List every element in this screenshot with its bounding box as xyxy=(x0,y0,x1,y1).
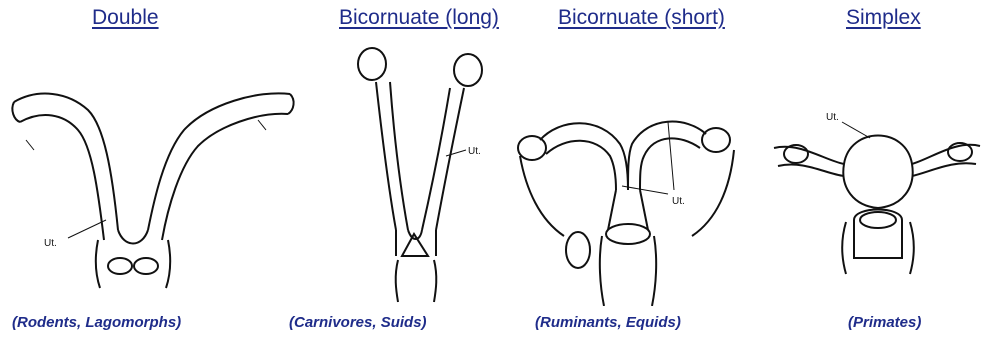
title-bicornuate-long: Bicornuate (long) xyxy=(339,6,499,30)
label-ut-bicornuate-long: Ut. xyxy=(468,146,481,157)
illustration-bicornuate-long-uterus: Ut. xyxy=(350,46,500,304)
caption-primates: (Primates) xyxy=(848,314,921,331)
caption-rodents-lagomorphs: (Rodents, Lagomorphs) xyxy=(12,314,181,331)
title-double: Double xyxy=(92,6,159,30)
illustration-double-uterus: Ut. xyxy=(8,80,298,290)
label-ut-simplex: Ut. xyxy=(826,112,839,123)
title-bicornuate-short: Bicornuate (short) xyxy=(558,6,725,30)
label-ut-double: Ut. xyxy=(44,238,57,249)
title-simplex: Simplex xyxy=(846,6,921,30)
caption-ruminants-equids: (Ruminants, Equids) xyxy=(535,314,681,331)
illustration-bicornuate-short-uterus: Ut. xyxy=(510,110,750,306)
illustration-simplex-uterus: Ut. xyxy=(770,108,986,278)
caption-carnivores-suids: (Carnivores, Suids) xyxy=(289,314,427,331)
label-ut-bicornuate-short: Ut. xyxy=(672,196,685,207)
